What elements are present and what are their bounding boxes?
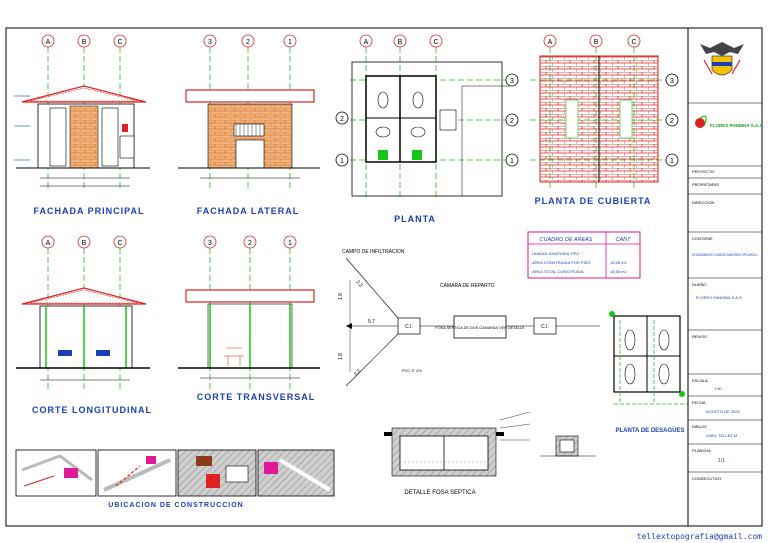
corte-transversal-title: CORTE TRANSVERSAL: [197, 392, 316, 402]
svg-text:1: 1: [670, 158, 674, 165]
fachada-lateral-title: FACHADA LATERAL: [197, 206, 300, 216]
svg-text:2.2: 2.2: [355, 279, 364, 288]
svg-text:C: C: [117, 39, 122, 46]
propietario-label: PROPIETARIO: [692, 182, 719, 187]
svg-text:C: C: [433, 39, 438, 46]
axis-marker: A B C: [41, 34, 127, 48]
author-email: tellextopografia@gmail.com: [636, 532, 762, 541]
campo-label: CAMPO DE INFILTRACION: [342, 249, 405, 255]
title-block: [687, 27, 763, 527]
contiene-value: LEVANTAMIENTO UNIDAD SANITARIA TIPO AREA…: [692, 253, 758, 257]
dueno-label: DUEÑO: [692, 282, 706, 287]
svg-text:1: 1: [510, 158, 514, 165]
planta-cubierta-drawing: [530, 47, 668, 190]
areas-header: CUADRO DE AREAS: [540, 237, 593, 243]
svg-text:B: B: [398, 39, 403, 46]
svg-text:1: 1: [340, 158, 344, 165]
svg-text:A: A: [364, 39, 369, 46]
fecha-label: FECHA: [692, 400, 706, 405]
revision-label: REVISO: [692, 334, 707, 339]
consecutivo-label: CONSECUTIVO: [692, 476, 721, 481]
ubicacion-maps: [15, 449, 335, 497]
fachada-lateral-drawing: [178, 47, 320, 188]
svg-text:5.7: 5.7: [368, 319, 375, 325]
planta-cubierta-title: PLANTA DE CUBIERTA: [535, 196, 652, 206]
areas-table: CUADRO DE AREAS CANT UNIDAD SANITARIA TI…: [527, 231, 641, 279]
svg-text:C: C: [117, 240, 122, 247]
svg-text:1: 1: [288, 39, 292, 46]
svg-text:FOSA SEPTICA DE DOS CAMARAS VE: FOSA SEPTICA DE DOS CAMARAS VER DETALLE: [435, 326, 525, 330]
planta-desagues-title: PLANTA DE DESAGÜES: [615, 427, 684, 434]
svg-text:2: 2: [248, 240, 252, 247]
svg-text:A: A: [548, 39, 553, 46]
svg-text:1.8: 1.8: [338, 293, 344, 300]
contiene-label: CONTIENE: [692, 236, 713, 241]
svg-text:A: A: [46, 240, 51, 247]
dibujo-label: DIBUJO: [692, 424, 707, 429]
areas-row-value: 18,56 m2: [610, 269, 627, 274]
svg-text:1.8: 1.8: [338, 353, 344, 360]
dueno-value: FLORES PANDINA S.A.S.: [696, 295, 743, 300]
company-logo: FLORES PANDINA S.A.S.: [695, 115, 764, 128]
areas-row-value: 18,56 m2: [610, 260, 627, 265]
corte-longitudinal-title: CORTE LONGITUDINAL: [32, 405, 152, 415]
septic-schematic: CAMPO DE INFILTRACION 2.2 2.2 5.7 1.8 1.…: [338, 249, 600, 387]
areas-row-label: AREA TOTAL CONSTRUIDA: [532, 269, 584, 274]
planta-drawing: [350, 47, 510, 200]
corte-transversal-drawing: [178, 248, 320, 392]
axis-marker: A B C 3 2 1: [543, 34, 679, 167]
axis-marker: A B C: [41, 235, 127, 249]
plancha-label: PLANCHA: [692, 448, 711, 453]
svg-text:2.2: 2.2: [353, 368, 362, 377]
planta-desagues-drawing: [609, 311, 690, 405]
svg-text:3: 3: [208, 240, 212, 247]
escala-value: 1:50: [714, 386, 723, 391]
svg-text:PVC 4" 2%: PVC 4" 2%: [402, 368, 422, 373]
svg-text:2: 2: [246, 39, 250, 46]
detalle-fosa-title: DETALLE FOSA SEPTICA: [404, 490, 475, 496]
coat-of-arms-logo: [700, 42, 744, 76]
svg-text:1: 1: [288, 240, 292, 247]
areas-row-label: UNIDAD SANITARIA TIPO: [532, 251, 579, 256]
svg-text:C.I.: C.I.: [405, 324, 413, 330]
proyecto-label: PROYECTO: [692, 169, 714, 174]
ubicacion-title: UBICACION DE CONSTRUCCION: [108, 502, 243, 509]
direccion-label: DIRECCION: [692, 200, 715, 205]
fecha-value: AGOSTO DE 2022: [706, 409, 740, 414]
svg-text:2: 2: [510, 118, 514, 125]
corte-longitudinal-drawing: [16, 248, 150, 392]
svg-text:3: 3: [208, 39, 212, 46]
areas-cant-header: CANT: [616, 237, 632, 243]
svg-text:3: 3: [670, 78, 674, 85]
svg-text:B: B: [82, 240, 87, 247]
svg-text:B: B: [594, 39, 599, 46]
svg-text:C.I.: C.I.: [541, 324, 549, 330]
axis-marker: 3 2 1: [203, 235, 297, 249]
escala-label: ESCALA: [692, 378, 708, 383]
svg-text:B: B: [82, 39, 87, 46]
axis-marker: A B C 2 1 3 2 1: [335, 34, 519, 167]
plancha-value: 1/1: [718, 458, 725, 464]
svg-text:3: 3: [510, 78, 514, 85]
axis-marker: 3 2 1: [203, 34, 297, 48]
svg-text:2: 2: [670, 118, 674, 125]
detalle-fosa-drawing: [384, 411, 596, 477]
company-logo-text: FLORES PANDINA S.A.S.: [710, 123, 764, 128]
svg-text:C: C: [631, 39, 636, 46]
svg-text:2: 2: [340, 116, 344, 123]
areas-row-label: AREA CONSTRUIDA POR PISO: [532, 260, 590, 265]
fachada-principal-drawing: [14, 47, 150, 188]
svg-text:A: A: [46, 39, 51, 46]
planta-title: PLANTA: [394, 214, 436, 224]
camara-label: CAMARA DE REPARTO: [440, 283, 495, 289]
dibujo-value: LINEL TELLEZ M: [706, 433, 737, 438]
fachada-principal-title: FACHADA PRINCIPAL: [34, 206, 145, 216]
